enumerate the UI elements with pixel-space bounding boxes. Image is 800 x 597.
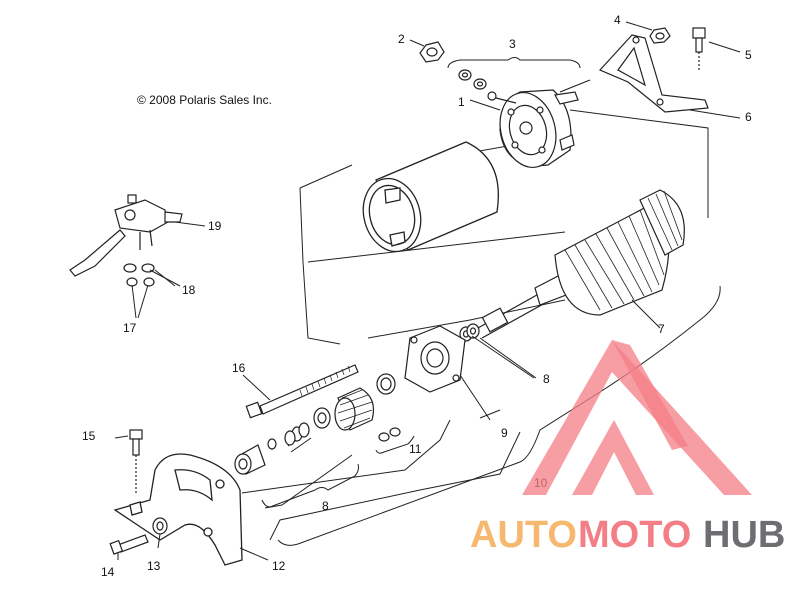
- watermark-logo-triangle: [522, 340, 752, 495]
- motor-housing: [362, 141, 499, 253]
- pinion-gear: [267, 387, 375, 453]
- watermark-text-hub: HUB: [703, 514, 785, 556]
- snap-ring: [376, 373, 396, 395]
- callout-14: 14: [101, 565, 115, 579]
- callout-7: 7: [658, 322, 665, 336]
- callout-15: 15: [82, 429, 96, 443]
- washers-17-18: [123, 263, 155, 287]
- callout-13: 13: [147, 559, 161, 573]
- callout-11: 11: [409, 442, 422, 456]
- callout-9: 9: [501, 426, 508, 440]
- end-cap-washers: [458, 69, 487, 90]
- callout-8a: 8: [543, 372, 550, 386]
- callout-17: 17: [123, 321, 137, 335]
- end-cap-bolt: [487, 79, 591, 104]
- callout-1: 1: [458, 95, 465, 109]
- callout-4: 4: [614, 13, 621, 27]
- callout-6: 6: [745, 110, 752, 124]
- callout-16: 16: [232, 361, 246, 375]
- bolt-part-15: [129, 429, 143, 495]
- watermark-text-auto: AUTO: [470, 514, 577, 556]
- nut-part-4: [649, 27, 671, 44]
- callout-19: 19: [208, 219, 222, 233]
- small-washers: [378, 427, 401, 442]
- nut-part-2: [419, 41, 445, 63]
- sleeve-bushing: [234, 444, 266, 475]
- drive-end-plate-part-9: [404, 325, 466, 393]
- armature-part-7: [477, 189, 685, 339]
- callout-12: 12: [272, 559, 286, 573]
- solenoid-part-19: [69, 194, 183, 277]
- armature-washers: [459, 323, 480, 342]
- bolt-part-14: [109, 517, 168, 555]
- callout-5: 5: [745, 48, 752, 62]
- copyright-text: © 2008 Polaris Sales Inc.: [137, 93, 272, 107]
- watermark-text-moto: MOTO: [578, 514, 691, 556]
- mount-bracket-part-6: [598, 34, 709, 113]
- thru-bolt-part-16: [245, 364, 359, 419]
- callout-18: 18: [182, 283, 196, 297]
- callout-3: 3: [509, 37, 516, 51]
- end-cap-housing: [499, 89, 579, 168]
- callout-2: 2: [398, 32, 405, 46]
- callout-8b: 8: [322, 499, 329, 513]
- automotohub-watermark: AUTO MOTO HUB: [470, 340, 785, 556]
- starter-bracket-part-12: [113, 453, 243, 566]
- bolt-part-5: [692, 27, 706, 72]
